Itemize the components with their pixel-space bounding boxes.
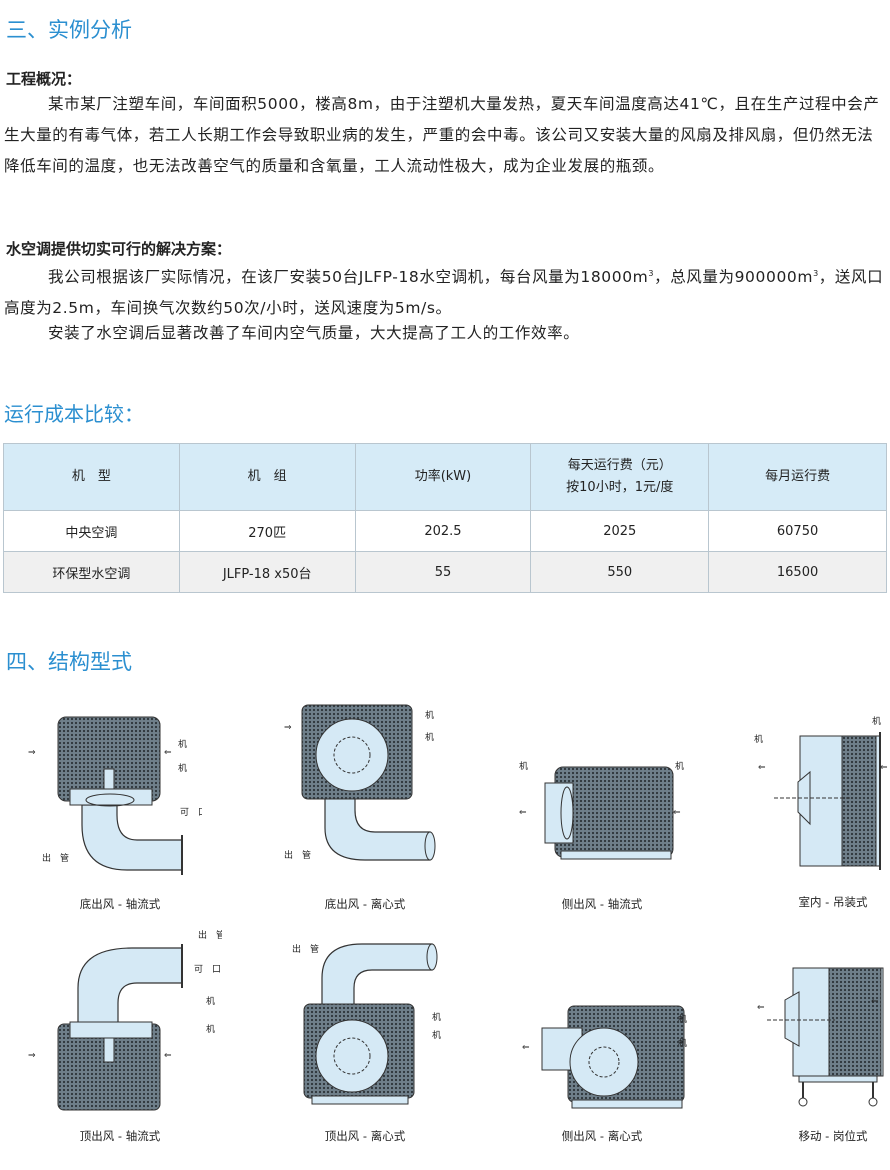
diagram-label: 出 管: [292, 943, 319, 955]
solution-heading: 水空调提供切实可行的解决方案：: [6, 240, 232, 258]
caption: 顶出风 - 轴流式: [79, 1129, 161, 1143]
diagram-bottom-axial: ⇒ ⇐ 机 机 可 口 出 管: [28, 716, 202, 875]
svg-text:⇐: ⇐: [673, 808, 681, 818]
table-row: 环保型水空调 JLFP-18 x50台 55 550 16500: [3, 551, 887, 593]
solution-p1-c: ，送风口高度为2.5m，车间换气次数约50次/小时，送风速度为5m/s。: [4, 268, 884, 318]
diagram-label: 可 口: [194, 964, 221, 975]
table-cell: 550: [530, 551, 710, 593]
diagram-label: 机: [872, 715, 881, 727]
section3-title: 三、实例分析: [6, 18, 132, 42]
svg-text:⇒: ⇒: [28, 1051, 36, 1061]
caption: 底出风 - 离心式: [324, 897, 406, 911]
table-cell: 202.5: [354, 510, 532, 552]
table-cell: 环保型水空调: [3, 551, 180, 593]
diagram-label: 机: [206, 995, 215, 1007]
diagram-label: 机: [206, 1023, 215, 1035]
table-cell: 2025: [530, 510, 710, 552]
cost-table: 机 型 机 组 功率(kW) 每天运行费（元）按10小时，1元/度 每月运行费 …: [3, 443, 887, 593]
table-cell: 60750: [708, 510, 887, 552]
diagram-side-axial: ⇐ ⇐ 机 机: [519, 760, 684, 860]
diagram-label: 出 管: [42, 852, 69, 864]
diagram-mobile-post: ⇐ ⇐: [757, 967, 884, 1107]
svg-text:⇐: ⇐: [871, 997, 879, 1007]
svg-text:⇐: ⇐: [519, 808, 527, 818]
diagram-label: 出 管: [198, 929, 222, 941]
caption: 侧出风 - 离心式: [561, 1129, 643, 1143]
section4-title: 四、结构型式: [6, 650, 132, 674]
diagram-label: 可 口: [180, 807, 202, 818]
diagram-label: 机: [675, 760, 684, 772]
header-line: 每天运行费（元）: [567, 458, 672, 473]
header-cell: 机 型: [3, 443, 180, 511]
svg-text:⇐: ⇐: [522, 1043, 530, 1053]
diagram-label: 机: [519, 760, 528, 772]
diagram-label: 机: [432, 1011, 441, 1023]
caption: 移动 - 岗位式: [798, 1129, 868, 1143]
svg-text:⇐: ⇐: [164, 748, 172, 758]
table-cell: 55: [354, 551, 532, 593]
diagram-top-axial: ⇒ ⇐ 出 管 可 口 机 机: [28, 929, 222, 1111]
diagram-label: 机: [178, 738, 187, 750]
caption: 底出风 - 轴流式: [79, 897, 161, 911]
header-line: 按10小时，1元/度: [566, 480, 674, 495]
diagram-label: 机: [754, 733, 763, 745]
diagram-label: 机: [425, 709, 434, 721]
header-cell: 功率(kW): [354, 443, 532, 511]
superscript: 3: [813, 269, 819, 278]
diagram-top-centrifugal: 出 管 机 机: [292, 943, 441, 1105]
diagram-label: 出 管: [284, 849, 311, 861]
solution-paragraph-2: 安装了水空调后显著改善了车间内空气质量，大大提高了工人的工作效率。: [4, 318, 888, 349]
solution-p2: 安装了水空调后显著改善了车间内空气质量，大大提高了工人的工作效率。: [48, 324, 580, 342]
svg-text:⇐: ⇐: [758, 763, 766, 773]
diagram-bottom-centrifugal: ⇒ 机 机 出 管: [284, 704, 436, 861]
diagram-indoor-suspended: ⇐ ⇐ 机 机: [754, 715, 888, 870]
table-header-row: 机 型 机 组 功率(kW) 每天运行费（元） 按10小时，1元/度 每月运行费: [3, 443, 887, 511]
diagram-label: 机: [678, 1013, 687, 1025]
svg-text:⇐: ⇐: [164, 1051, 172, 1061]
solution-p1-b: ，总风量为900000m: [654, 268, 814, 287]
overview-heading: 工程概况：: [6, 70, 82, 88]
header-cell: 每天运行费（元） 按10小时，1元/度: [530, 443, 710, 511]
svg-text:⇐: ⇐: [757, 1003, 765, 1013]
superscript: 3: [648, 269, 655, 278]
table-cell: 270匹: [178, 510, 356, 552]
table-cell: 16500: [708, 551, 887, 593]
table-row: 中央空调 270匹 202.5 2025 60750: [3, 510, 887, 552]
cost-title: 运行成本比较：: [4, 402, 144, 426]
svg-text:⇐: ⇐: [880, 763, 888, 773]
solution-p1-a: 我公司根据该厂实际情况，在该厂安装50台JLFP-18水空调机，每台风量为180…: [48, 268, 649, 287]
svg-text:⇒: ⇒: [28, 748, 36, 758]
diagram-label: 机: [678, 1037, 687, 1049]
header-cell: 机 组: [178, 443, 356, 511]
overview-paragraph: 某市某厂注塑车间，车间面积5000，楼高8m，由于注塑机大量发热，夏天车间温度高…: [4, 89, 888, 182]
diagram-label: 机: [178, 762, 187, 774]
svg-text:⇒: ⇒: [284, 723, 292, 733]
diagram-label: 机: [425, 731, 434, 743]
caption: 室内 - 吊装式: [798, 895, 868, 909]
solution-paragraph-1: 我公司根据该厂实际情况，在该厂安装50台JLFP-18水空调机，每台风量为180…: [4, 258, 888, 324]
caption: 顶出风 - 离心式: [324, 1129, 406, 1143]
overview-text: 某市某厂注塑车间，车间面积5000，楼高8m，由于注塑机大量发热，夏天车间温度高…: [4, 95, 880, 175]
table-cell: JLFP-18 x50台: [178, 551, 356, 593]
header-cell: 每月运行费: [708, 443, 887, 511]
diagram-label: 机: [432, 1029, 441, 1041]
caption: 侧出风 - 轴流式: [561, 897, 643, 911]
diagram-side-centrifugal: ⇐ 机 机: [522, 1005, 687, 1109]
table-cell: 中央空调: [3, 510, 180, 552]
